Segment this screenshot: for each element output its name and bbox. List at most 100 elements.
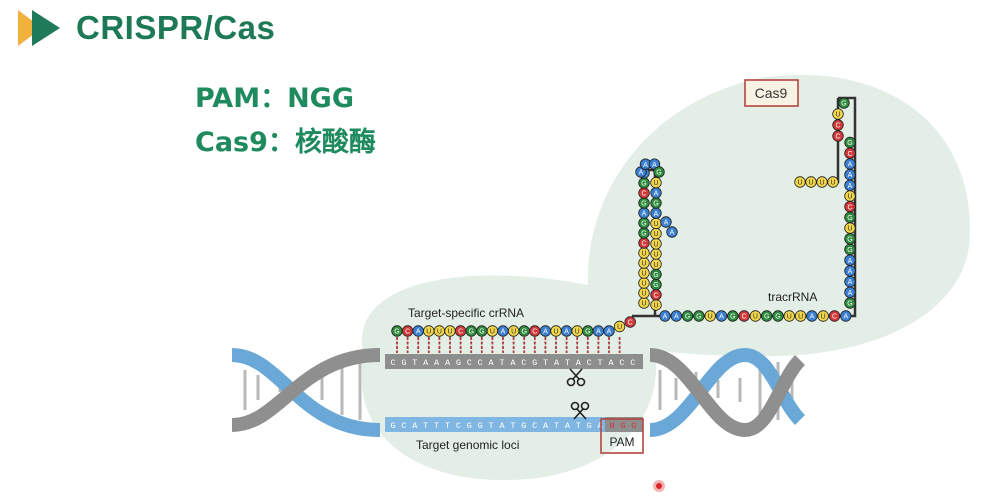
nucleotide-bead (817, 310, 829, 322)
nucleotide-letter: G (685, 314, 690, 321)
strand-base-letter: C (532, 421, 537, 431)
nucleotide-letter: G (641, 231, 646, 238)
nucleotide-letter: G (521, 329, 526, 336)
nucleotide-letter: G (841, 101, 846, 108)
nucleotide-letter: A (664, 220, 669, 227)
nucleotide-bead (794, 176, 806, 188)
strand-base-letter: G (478, 421, 483, 431)
dna-bottom-strand-bar (385, 417, 605, 432)
tracrrna-label: tracrRNA (768, 290, 817, 304)
nucleotide-letter: U (426, 329, 431, 336)
strand-base-letter: A (412, 421, 418, 431)
strand-base-letter: C (390, 358, 395, 368)
nucleotide-letter: U (798, 314, 803, 321)
nucleotide-letter: C (641, 241, 646, 248)
nucleotide-letter: C (641, 191, 646, 198)
nucleotide-bead (761, 310, 773, 322)
nucleotide-letter: U (511, 329, 516, 336)
nucleotide-letter: U (708, 314, 713, 321)
nucleotide-letter: U (641, 291, 646, 298)
nucleotide-letter: A (596, 329, 601, 336)
nucleotide-letter: U (490, 329, 495, 336)
nucleotide-letter: C (458, 329, 463, 336)
nucleotide-letter: G (730, 314, 735, 321)
target-loci-label: Target genomic loci (416, 438, 519, 452)
slide-header: CRISPR/Cas (18, 6, 275, 50)
nucleotide-letter: A (654, 211, 659, 218)
nucleotide-letter: U (641, 261, 646, 268)
scissors-icon-top (566, 368, 586, 387)
nucleotide-letter: U (653, 180, 658, 187)
dna-helix-right (649, 347, 806, 438)
strand-base-letter: A (510, 358, 516, 368)
strand-base-letter: T (576, 421, 581, 431)
nucleotide-bead (838, 97, 850, 109)
strand-base-letter: A (554, 358, 560, 368)
strand-base-letter: T (423, 421, 428, 431)
nucleotide-letter: U (653, 221, 658, 228)
nucleotide-letter: A (652, 162, 657, 169)
nucleotide-bead (670, 310, 683, 322)
dna-helix-left (231, 348, 381, 437)
pam-definition: PAM：NGG (195, 83, 354, 114)
crrna-label: Target-specific crRNA (408, 306, 524, 320)
nucleotide-letter: G (585, 329, 590, 336)
nucleotide-letter: C (832, 314, 837, 321)
nucleotide-letter: A (643, 162, 648, 169)
nucleotide-letter: C (653, 292, 658, 299)
strand-base-letter: A (608, 358, 614, 368)
nucleotide-bead (749, 310, 762, 322)
nucleotide-letter: G (468, 329, 473, 336)
nucleotide-letter: A (848, 172, 853, 179)
nucleotide-letter: C (532, 329, 537, 336)
nucleotide-letter: G (847, 301, 852, 308)
strand-base-letter: A (543, 421, 549, 431)
nucleotide-letter: U (835, 112, 840, 119)
strand-base-letter: T (598, 358, 603, 368)
nucleotide-bead (783, 310, 796, 322)
strand-base-letter: C (521, 358, 526, 368)
strand-base-letter: T (434, 421, 439, 431)
nucleotide-letter: U (575, 329, 580, 336)
nucleotide-bead (624, 316, 636, 328)
strand-base-letter: T (499, 358, 504, 368)
strand-base-letter: G (521, 421, 526, 431)
strand-base-letter: C (401, 421, 406, 431)
nucleotide-letter: U (641, 301, 646, 308)
nucleotide-letter: A (848, 269, 853, 276)
nucleotide-letter: U (641, 271, 646, 278)
strand-base-letter: N (609, 421, 614, 431)
nucleotide-bead (603, 325, 615, 337)
nucleotide-letter: G (479, 329, 484, 336)
nucleotide-letter: G (653, 282, 658, 289)
nucleotide-bead (794, 310, 807, 322)
strand-base-letter: G (587, 421, 592, 431)
nucleotide-bead (693, 310, 705, 322)
nucleotide-letter: G (847, 215, 852, 222)
strand-base-letter: T (489, 421, 494, 431)
nucleotide-letter: U (653, 231, 658, 238)
pam-label-box: PAM (600, 418, 644, 454)
nucleotide-bead (828, 310, 841, 322)
slide-title: CRISPR/Cas (76, 9, 276, 46)
cas9-protein-shape (362, 74, 971, 481)
nucleotide-letter: A (501, 329, 506, 336)
nucleotide-letter: U (617, 324, 622, 331)
strand-base-letter: G (456, 358, 461, 368)
nucleotide-bead (653, 166, 665, 178)
nucleotide-bead (666, 226, 678, 238)
nucleotide-letter: G (641, 181, 646, 188)
strand-base-letter: T (412, 358, 417, 368)
strand-base-letter: C (456, 421, 461, 431)
nucleotide-bead (727, 310, 739, 322)
nucleotide-letter: C (835, 123, 840, 130)
strand-base-letter: G (532, 358, 537, 368)
nucleotide-letter: U (653, 241, 658, 248)
nucleotide-letter: G (653, 201, 658, 208)
